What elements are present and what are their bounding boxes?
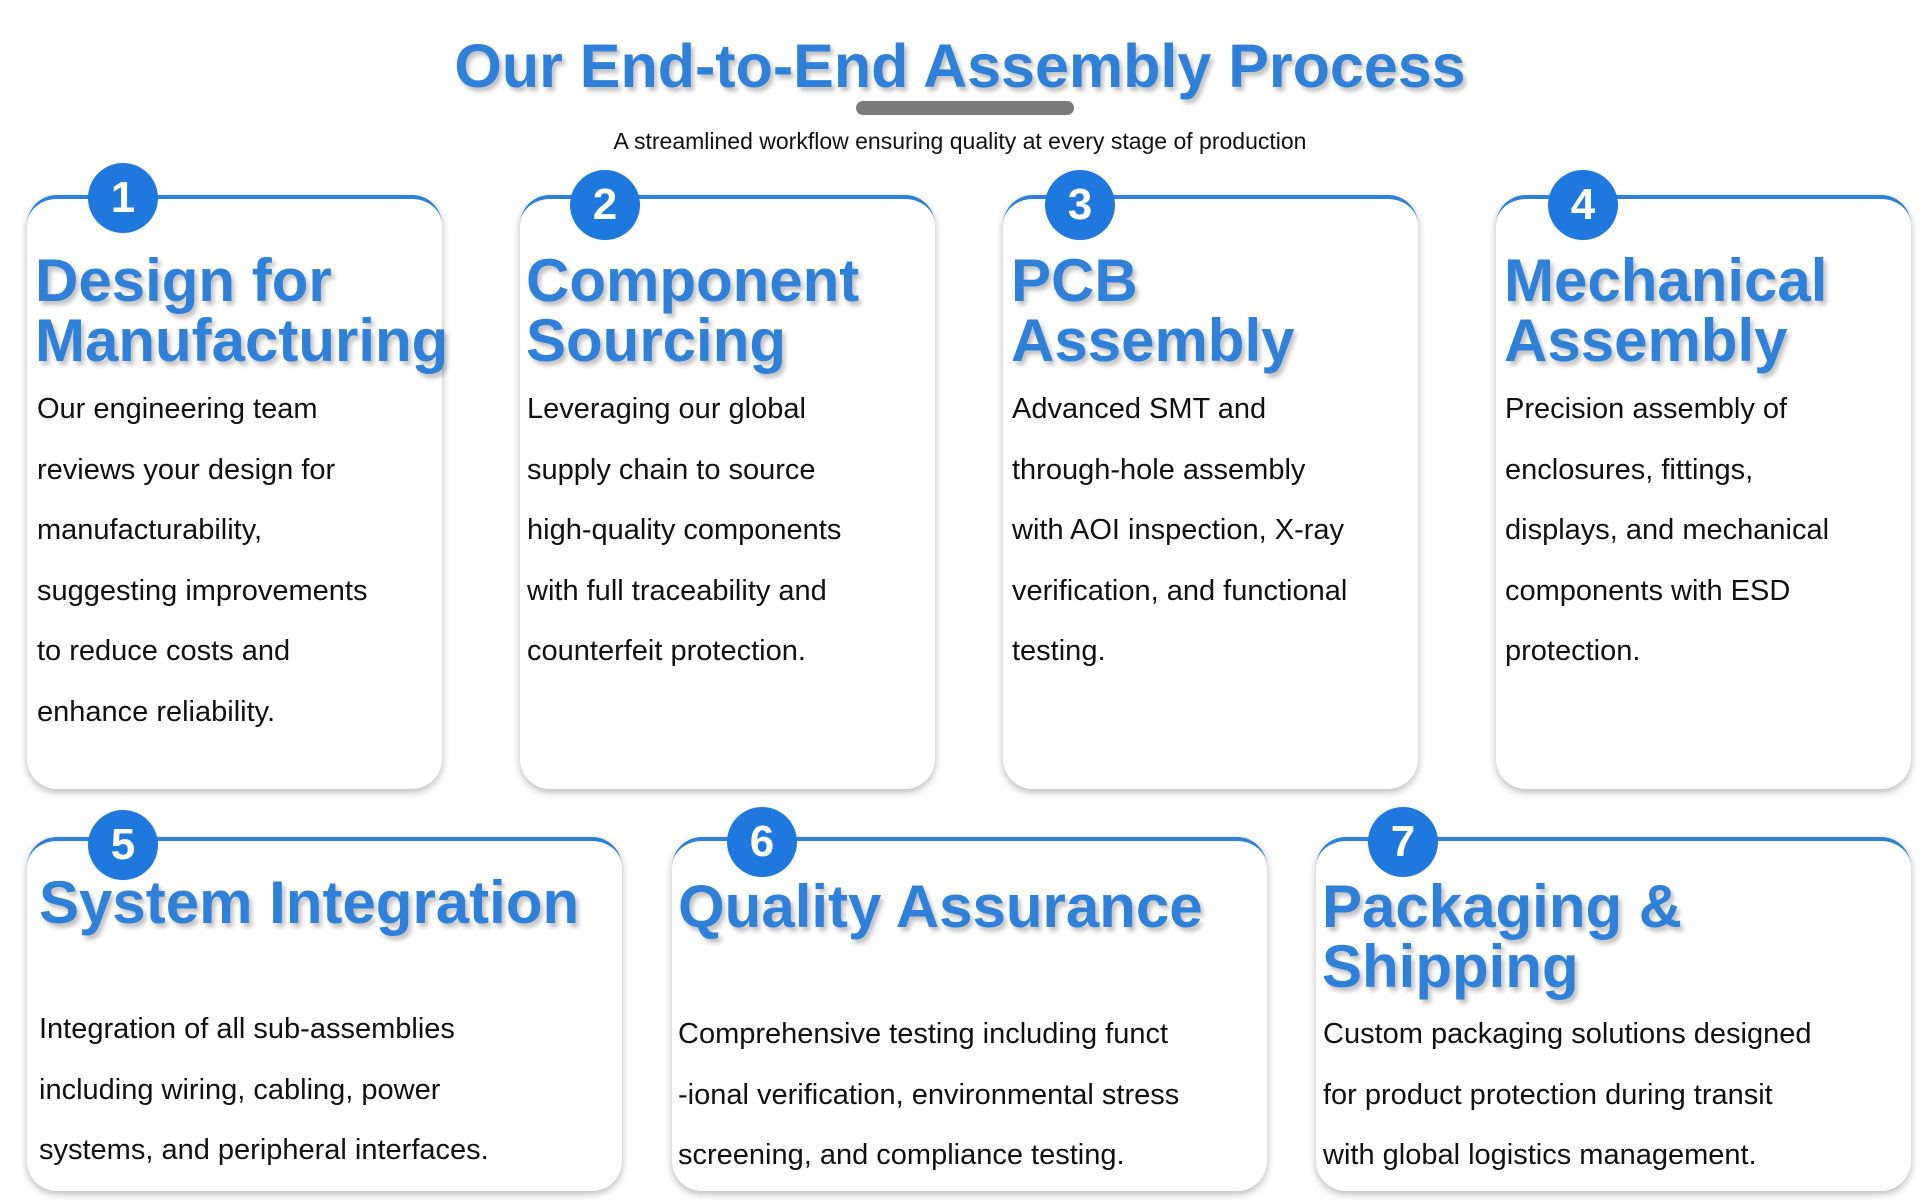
step-description: Our engineering team reviews your design… [37,393,368,728]
title-underline [856,101,1074,115]
step-card-1: Design for Manufacturing Our engineering… [27,195,448,789]
step-number-badge: 3 [1045,170,1115,240]
page-title: Our End-to-End Assembly Process [454,32,1466,100]
step-card-6: Quality Assurance Comprehensive testing … [672,837,1267,1191]
step-card-5: System Integration Integration of all su… [27,837,622,1191]
step-card-4: Mechanical Assembly Precision assembly o… [1496,195,1911,789]
step-description: Precision assembly of enclosures, fittin… [1505,393,1830,667]
step-title: PCB Assembly [1011,247,1295,374]
step-title: Packaging & Shipping [1322,873,1683,1000]
step-number-badge: 5 [88,810,158,880]
step-number-badge: 1 [88,163,158,233]
step-description: Comprehensive testing including funct -i… [678,1018,1180,1171]
step-card-2: Component Sourcing Leveraging our global… [520,195,935,789]
step-description: Integration of all sub-assemblies includ… [39,1013,489,1166]
step-number-badge: 7 [1368,807,1438,877]
step-description: Leveraging our global supply chain to so… [527,393,842,667]
step-title: Component Sourcing [526,247,860,374]
step-description: Advanced SMT and through-hole assembly w… [1012,393,1348,667]
step-number-badge: 2 [570,170,640,240]
step-number-badge: 4 [1548,170,1618,240]
step-card-7: Packaging & Shipping Custom packaging so… [1316,837,1911,1191]
step-title: Quality Assurance [678,873,1203,940]
step-card-3: PCB Assembly Advanced SMT and through-ho… [1003,195,1418,789]
step-number-badge: 6 [727,807,797,877]
step-title: System Integration [39,869,580,936]
page-subtitle: A streamlined workflow ensuring quality … [613,128,1307,154]
step-description: Custom packaging solutions designed for … [1323,1018,1812,1171]
step-title: Design for Manufacturing [35,247,449,374]
step-title: Mechanical Assembly [1504,247,1828,374]
